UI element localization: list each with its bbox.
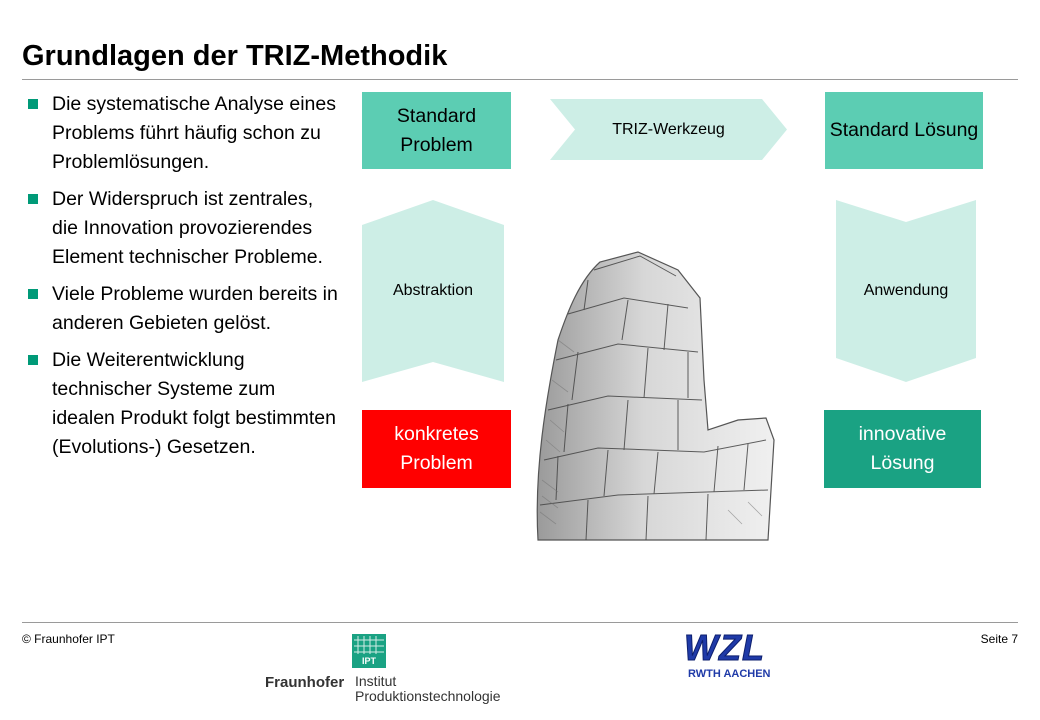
title-divider [22,79,1018,80]
stone-wall-illustration [528,240,820,548]
standard-solution-box: Standard Lösung [825,92,983,169]
chevron-arrow-icon [550,99,787,160]
bullet-item: Die systematische Analyse eines Problems… [28,90,340,177]
bullet-square-icon [28,194,38,204]
institute-line-1: Institut [355,673,397,689]
bullet-list: Die systematische Analyse eines Problems… [28,90,340,470]
institute-line-2: Produktionstechnologie [355,688,501,704]
down-arrow-icon [836,200,976,382]
bullet-item: Die Weiterentwicklung technischer System… [28,346,340,462]
bullet-text: Der Widerspruch ist zentrales, die Innov… [52,188,323,268]
bullet-text: Die systematische Analyse eines Problems… [52,93,336,173]
application-arrow: Anwendung [836,200,976,382]
copyright-text: © Fraunhofer IPT [22,632,115,646]
abstraction-arrow: Abstraktion [362,200,504,382]
up-arrow-icon [362,200,504,382]
triz-tool-label: TRIZ-Werkzeug [612,120,725,138]
ipt-logo-text: IPT [361,656,376,666]
triz-tool-arrow: TRIZ-Werkzeug [550,99,787,160]
wzl-logo: WZL RWTH AACHEN [684,627,792,682]
rwth-logo-text: RWTH AACHEN [688,668,771,680]
wzl-logo-text: WZL [684,627,765,668]
innovative-solution-box: innovative Lösung [824,410,981,488]
fraunhofer-logo-text: Fraunhofer [265,674,345,691]
concrete-problem-box: konkretes Problem [362,410,511,488]
ipt-logo-icon: IPT [352,634,386,668]
bullet-item: Viele Probleme wurden bereits in anderen… [28,280,340,338]
bullet-square-icon [28,355,38,365]
abstraction-label: Abstraktion [392,282,474,299]
bullet-text: Viele Probleme wurden bereits in anderen… [52,283,338,334]
bullet-item: Der Widerspruch ist zentrales, die Innov… [28,185,340,272]
page-number: Seite 7 [980,632,1018,646]
institute-name: Institut Produktionstechnologie [355,674,501,704]
application-label: Anwendung [863,282,949,299]
bullet-square-icon [28,99,38,109]
footer-divider [22,622,1018,623]
bullet-text: Die Weiterentwicklung technischer System… [52,349,336,458]
standard-problem-box: Standard Problem [362,92,511,169]
page-title: Grundlagen der TRIZ-Methodik [22,40,448,72]
bullet-square-icon [28,289,38,299]
